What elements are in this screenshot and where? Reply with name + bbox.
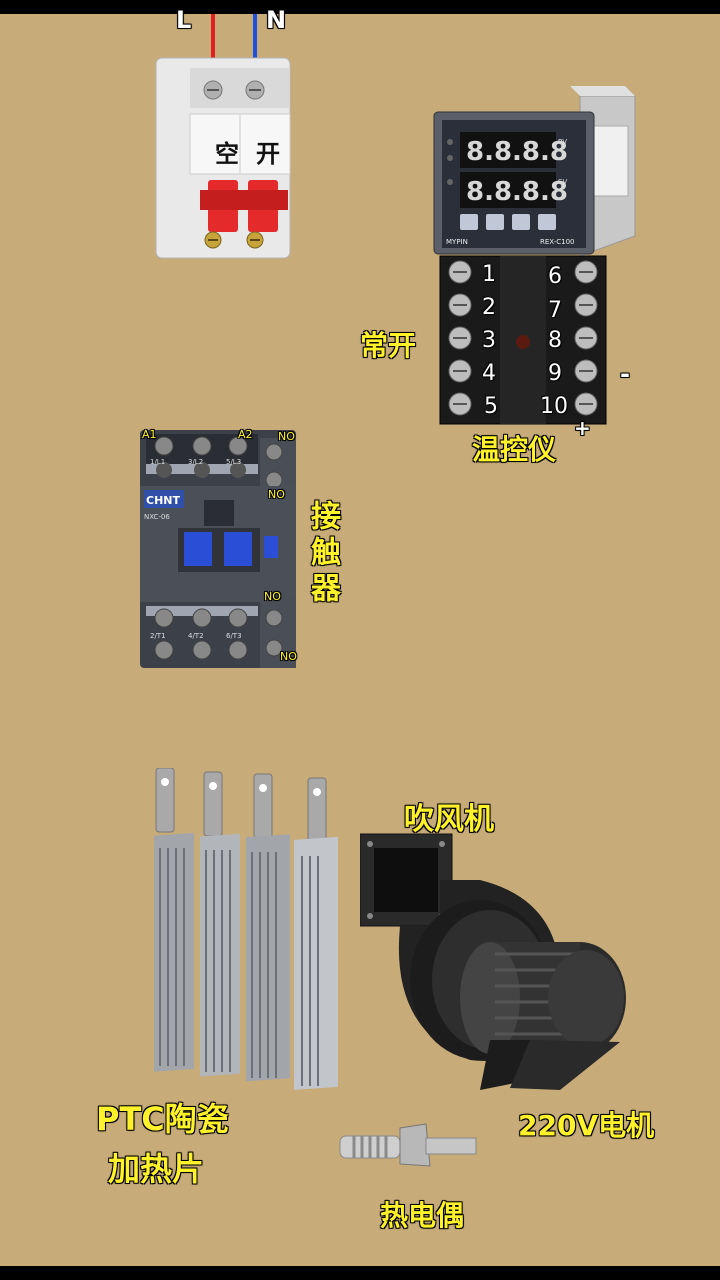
terminal-plus-label: +	[574, 416, 591, 440]
top-letterbox	[0, 0, 720, 14]
blower-label: 吹风机	[404, 802, 494, 837]
motor-label: 220V电机	[518, 1109, 655, 1142]
left-screws	[448, 260, 472, 416]
controller-model: REX-C100	[540, 238, 575, 246]
thermocouple	[339, 1123, 477, 1167]
terminal-6: 6	[548, 264, 562, 289]
right-screws	[574, 260, 598, 416]
term-t2: 4/T2	[188, 632, 204, 640]
thermocouple-label: 热电偶	[380, 1199, 465, 1232]
terminal-4: 4	[482, 361, 496, 386]
set-button[interactable]	[460, 214, 478, 230]
terminal-9: 9	[548, 361, 562, 386]
circuit-breaker	[155, 14, 291, 259]
term-l3: 5/L3	[226, 458, 241, 466]
down-button[interactable]	[512, 214, 530, 230]
contactor: CHNT NXC-06 1/L1 3/L2 5/L3 2/T1 4/T2 6/T…	[140, 430, 296, 668]
terminal-3: 3	[482, 328, 496, 353]
terminal-1: 1	[482, 262, 496, 287]
breaker-char-kong: 空	[215, 140, 239, 168]
sv-display: 8.8.8.8	[466, 177, 568, 207]
up-button[interactable]	[538, 214, 556, 230]
shift-button[interactable]	[486, 214, 504, 230]
bottom-letterbox	[0, 1266, 720, 1280]
term-l2: 3/L2	[188, 458, 203, 466]
coil-a1-label: A1	[142, 428, 157, 441]
terminal-8: 8	[548, 328, 562, 353]
temperature-controller: 8.8.8.8 8.8.8.8 PV SV MYPIN REX-C100	[433, 86, 636, 425]
no-label-top: NO	[278, 430, 295, 443]
controller-brand: MYPIN	[446, 238, 468, 246]
no-label-bottom: NO	[280, 650, 297, 663]
controller-label: 温控仪	[472, 433, 557, 466]
term-t1: 2/T1	[150, 632, 166, 640]
pv-label: PV	[558, 138, 567, 146]
neutral-wire-label: N	[266, 6, 287, 34]
terminal-10: 10	[540, 394, 568, 419]
breaker-char-kai: 开	[256, 140, 280, 168]
normally-open-label: 常开	[360, 329, 417, 362]
contactor-model: NXC-06	[144, 513, 170, 521]
terminal-2: 2	[482, 295, 496, 320]
contactor-label: 接触器	[305, 500, 340, 608]
pv-display: 8.8.8.8	[466, 137, 568, 167]
blower	[360, 833, 626, 1090]
contactor-brand: CHNT	[146, 494, 180, 507]
term-l1: 1/L1	[150, 458, 165, 466]
neutral-wire	[253, 14, 257, 84]
ptc-heater	[154, 768, 338, 1090]
term-t3: 6/T3	[226, 632, 242, 640]
ptc-heater-label-line1: PTC陶瓷	[96, 1100, 229, 1138]
no-label-lower: NO	[264, 590, 281, 603]
sv-label: SV	[558, 178, 567, 186]
terminal-7: 7	[548, 298, 562, 323]
no-label-upper: NO	[268, 488, 285, 501]
terminal-5: 5	[484, 394, 498, 419]
ptc-heater-label-line2: 加热片	[108, 1150, 205, 1188]
terminal-minus-label: -	[620, 360, 630, 388]
coil-a2-label: A2	[238, 428, 253, 441]
line-wire-label: L	[176, 6, 192, 34]
live-wire	[211, 14, 215, 84]
